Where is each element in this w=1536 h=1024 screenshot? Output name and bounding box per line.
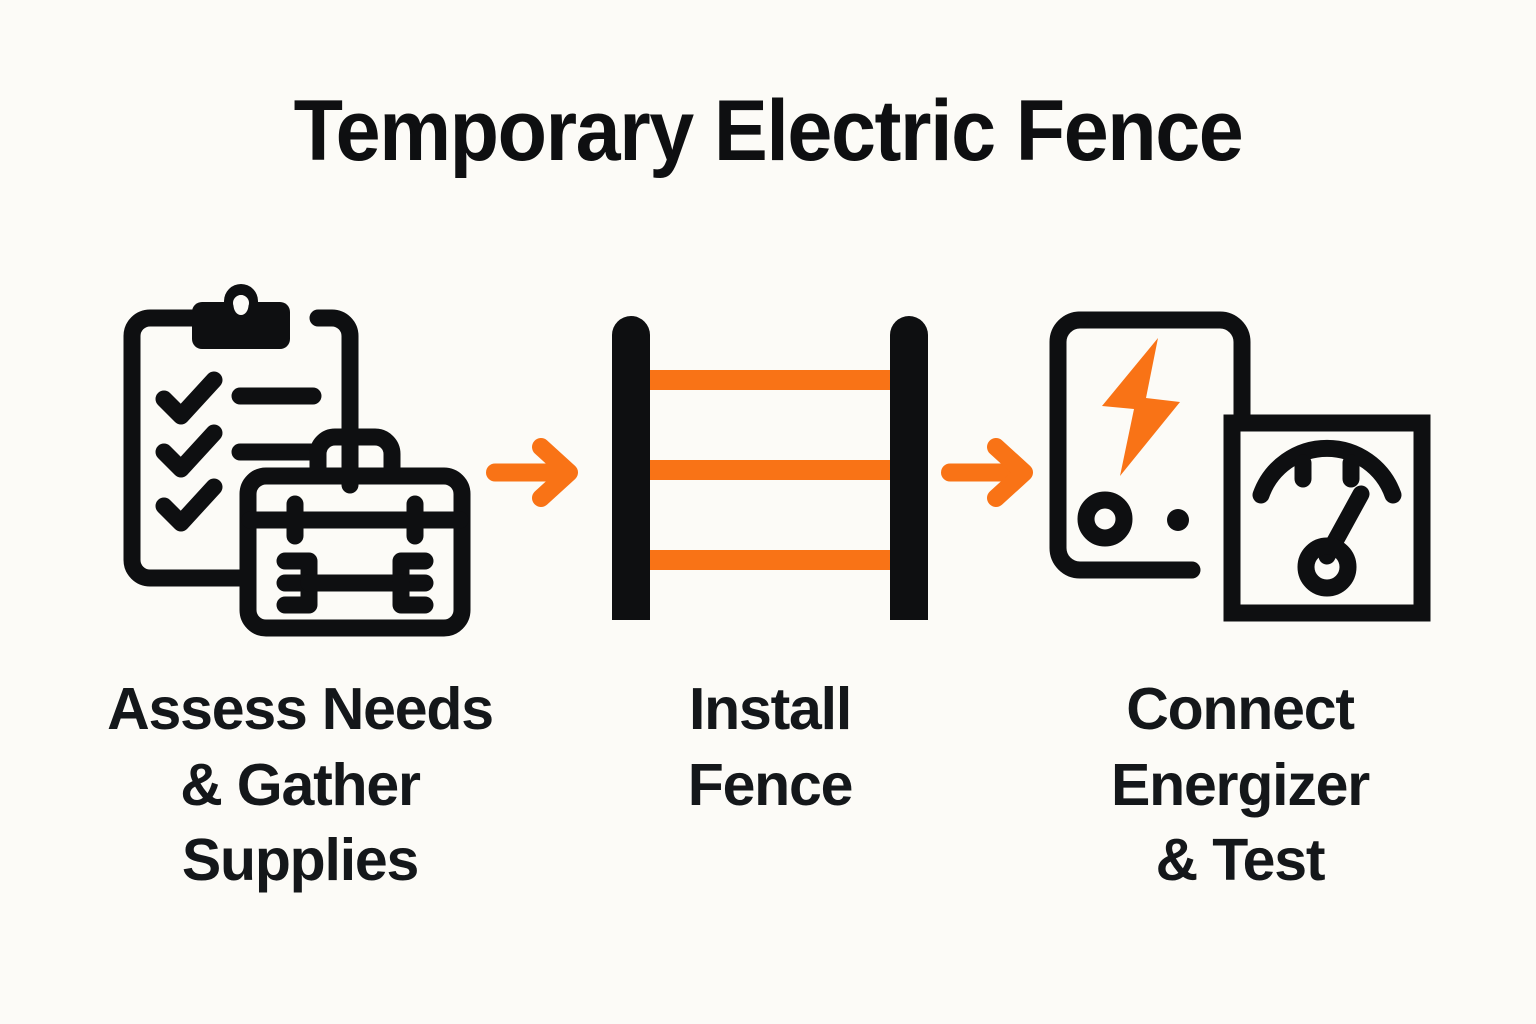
step-1-label-line-3: Supplies <box>181 827 419 894</box>
step-1-assess-needs <box>100 280 500 660</box>
step-3-connect-energizer <box>1040 280 1440 660</box>
step-3-label-line-1: Connect <box>1126 676 1355 742</box>
step-1-label: Assess Needs & Gather Supplies <box>55 672 545 899</box>
clipboard-checklist-and-toolbox-icon <box>100 280 500 665</box>
arrow-step1-to-step2 <box>485 435 585 515</box>
step-labels: Assess Needs & Gather Supplies Install F… <box>0 672 1536 932</box>
lightning-bolt-icon <box>1102 338 1180 476</box>
step-2-install-fence <box>590 280 950 660</box>
electric-fence-posts-icon <box>590 280 950 665</box>
step-3-label-line-2: Energizer <box>1110 751 1370 818</box>
process-flow <box>0 280 1536 660</box>
step-1-label-line-1: Assess Needs <box>107 676 494 742</box>
energizer-and-tester-icon <box>1040 280 1440 665</box>
step-1-label-line-2: & Gather <box>180 751 421 818</box>
step-2-label: Install Fence <box>580 672 960 823</box>
step-2-label-line-1: Install <box>688 676 852 742</box>
arrow-step2-to-step3 <box>940 435 1040 515</box>
page-title: Temporary Electric Fence <box>293 83 1244 179</box>
step-3-label-line-3: & Test <box>1155 827 1326 894</box>
step-3-label: Connect Energizer & Test <box>1000 672 1480 899</box>
step-2-label-line-2: Fence <box>687 751 854 818</box>
